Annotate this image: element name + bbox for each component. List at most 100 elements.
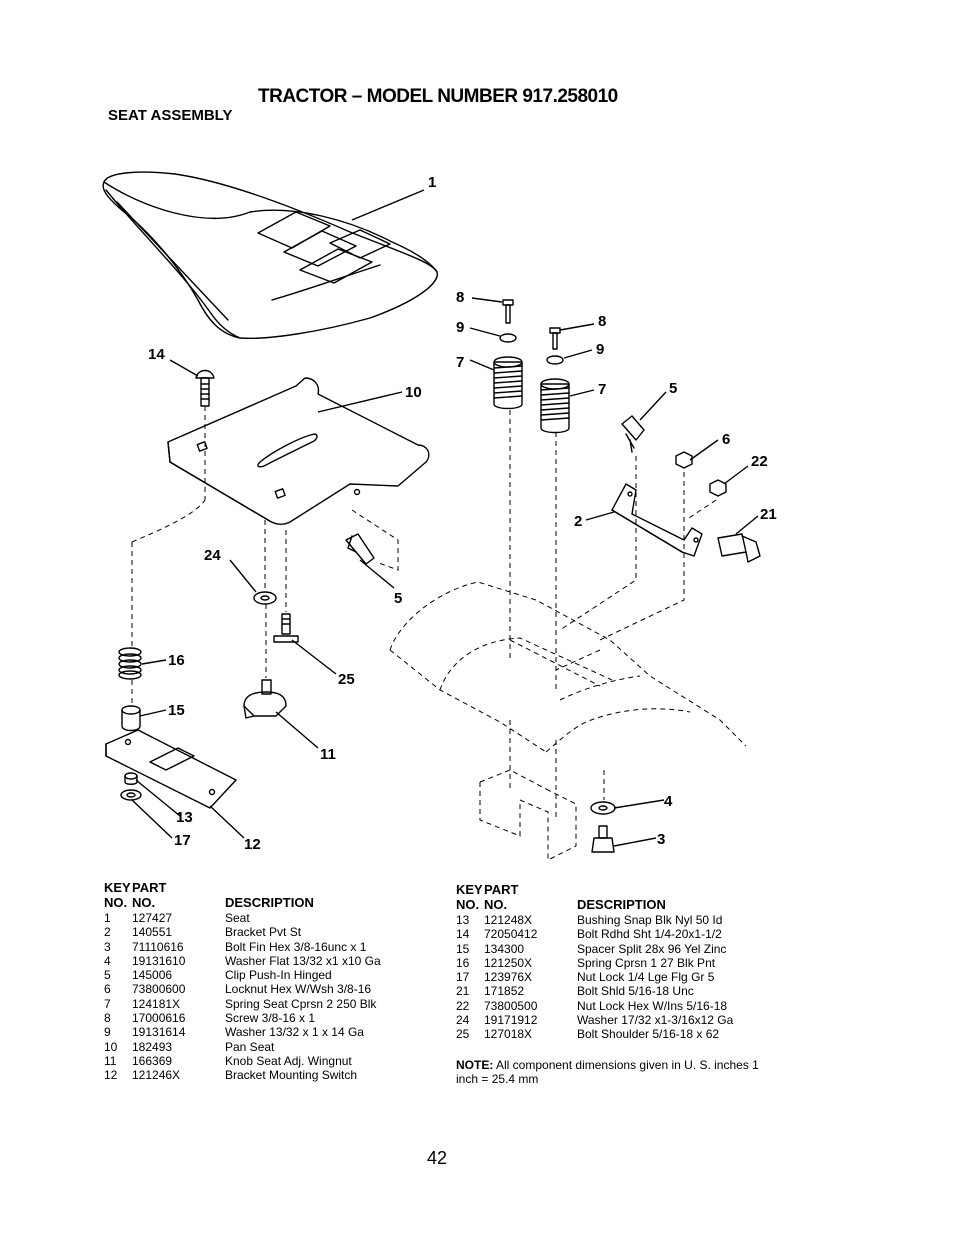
key-no-cell: 13 [456, 913, 470, 927]
callout: 9 [456, 319, 464, 336]
callout: 25 [338, 671, 355, 688]
part-no-cell: 19131610 [132, 953, 186, 968]
key-no-cell: 14 [456, 927, 470, 942]
callout: 17 [174, 832, 191, 849]
key-no-cell: 24 [456, 1013, 470, 1028]
section-title: SEAT ASSEMBLY [108, 107, 233, 124]
description-cell: Spring Seat Cprsn 2 250 Blk [225, 996, 377, 1011]
clip-5-upper [621, 415, 645, 453]
part-no-cell: 19131614 [132, 1025, 186, 1040]
note-label: NOTE: [456, 1058, 494, 1072]
part-no-cell: 72050412 [484, 927, 538, 942]
key-no-cell: 1 [104, 911, 111, 925]
callout: 5 [669, 380, 677, 397]
clip-5-lower [345, 533, 375, 565]
part-no-cell: 123976X [484, 970, 533, 985]
callout: 13 [176, 809, 193, 826]
bolt-shoulder-21 [717, 533, 761, 563]
description-cell: Washer 17/32 x1-3/16x12 Ga [577, 1013, 734, 1028]
callout: 5 [394, 590, 402, 607]
part-no-cell: 73800500 [484, 998, 538, 1013]
description-cell: Bolt Shld 5/16-18 Unc [577, 984, 694, 999]
part-no-cell: 134300 [484, 941, 525, 956]
description-cell: Washer 13/32 x 1 x 14 Ga [225, 1025, 364, 1040]
screw-8-left [502, 299, 514, 324]
description-cell: Bracket Pvt St [225, 925, 302, 940]
callout: 24 [204, 547, 221, 564]
description-cell: Bracket Mounting Switch [225, 1068, 358, 1083]
bushing-13 [124, 772, 138, 785]
key-no-cell: 11 [104, 1053, 117, 1068]
callout: 9 [596, 341, 604, 358]
exploded-parts-diagram: 1 14 10 8 9 7 8 9 7 5 6 22 21 2 24 5 16 … [102, 171, 777, 861]
part-no-cell: 145006 [132, 968, 173, 983]
spring-7-left [493, 356, 523, 410]
key-no-cell: 15 [456, 941, 470, 956]
part-no-cell: 19171912 [484, 1013, 538, 1028]
page-number: 42 [427, 1148, 448, 1168]
key-no-cell: 12 [104, 1068, 118, 1083]
header-part: PART [484, 882, 519, 897]
description-cell: Screw 3/8-16 x 1 [225, 1011, 316, 1026]
bracket-mounting-switch-12 [105, 729, 237, 809]
callout: 21 [760, 506, 777, 523]
key-no-cell: 4 [104, 953, 111, 968]
callout: 22 [751, 453, 768, 470]
description-cell: Spring Cprsn 1 27 Blk Pnt [577, 955, 716, 970]
header-part-no: NO. [484, 897, 508, 912]
spring-16 [118, 647, 142, 680]
knob-wingnut-11 [243, 679, 287, 719]
washer-4 [590, 801, 616, 815]
spring-7-right [540, 378, 570, 434]
part-no-cell: 121246X [132, 1068, 181, 1083]
description-cell: Seat [225, 911, 250, 925]
table-row: 21 171852 Bolt Shld 5/16-18 Unc [456, 984, 733, 998]
part-no-cell: 127427 [132, 911, 173, 925]
key-no-cell: 6 [104, 982, 111, 997]
part-no-cell: 71110616 [132, 939, 184, 954]
screw-8-right [549, 327, 561, 350]
part-no-cell: 121250X [484, 955, 533, 970]
spacer-15 [121, 705, 141, 732]
key-no-cell: 10 [104, 1039, 118, 1054]
key-no-cell: 3 [104, 939, 111, 954]
part-no-cell: 127018X [484, 1027, 533, 1042]
dimensions-note: NOTE: All component dimensions given in … [456, 1058, 766, 1086]
callout: 4 [664, 793, 673, 810]
key-no-cell: 5 [104, 968, 111, 983]
table-row: 24 19171912 Washer 17/32 x1-3/16x12 Ga [456, 1013, 733, 1027]
callout-labels: 1 14 10 8 9 7 8 9 7 5 6 22 21 2 24 5 16 … [148, 174, 777, 853]
part-no-cell: 171852 [484, 984, 525, 999]
callout: 15 [168, 702, 185, 719]
callout: 7 [456, 354, 464, 371]
description-cell: Nut Lock Hex W/Ins 5/16-18 [577, 998, 728, 1013]
key-no-cell: 7 [104, 996, 111, 1011]
pan-seat-part [167, 377, 430, 525]
key-no-cell: 21 [456, 984, 470, 999]
table-row: 12 121246X Bracket Mounting Switch [104, 1068, 381, 1082]
header-description: DESCRIPTION [225, 895, 314, 910]
description-cell: Knob Seat Adj. Wingnut [225, 1053, 352, 1068]
seat-part [102, 171, 438, 339]
callout: 8 [598, 313, 606, 330]
key-no-cell: 9 [104, 1025, 111, 1040]
table-row: 1 127427 Seat [104, 911, 381, 925]
key-no-cell: 8 [104, 1011, 111, 1026]
washer-24 [253, 591, 277, 605]
callout: 12 [244, 836, 261, 853]
bolt-shoulder-25 [273, 613, 299, 643]
description-cell: Locknut Hex W/Wsh 3/8-16 [225, 982, 372, 997]
header-key: KEY [456, 882, 483, 897]
